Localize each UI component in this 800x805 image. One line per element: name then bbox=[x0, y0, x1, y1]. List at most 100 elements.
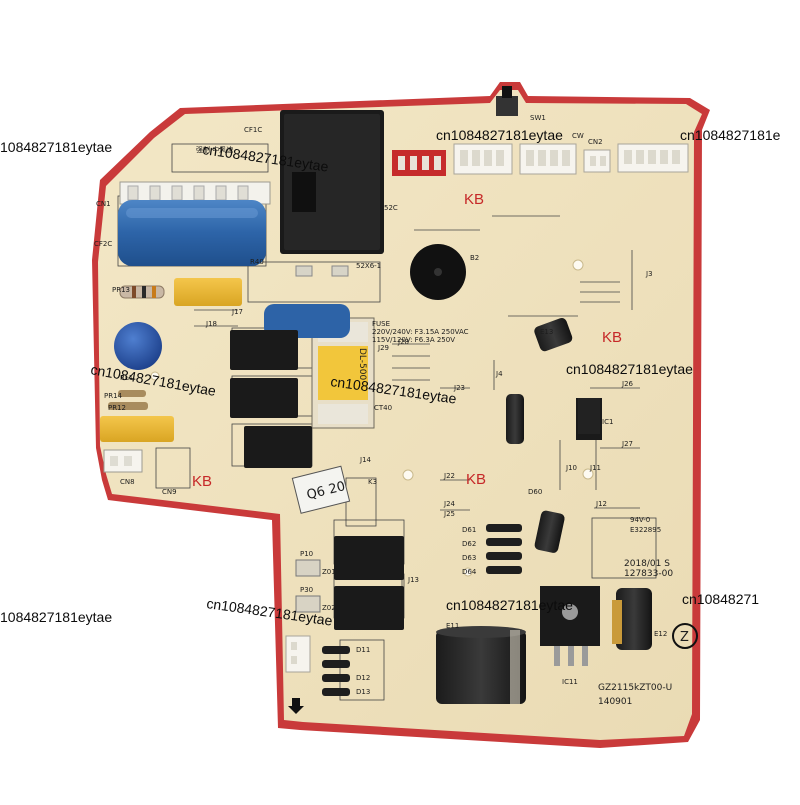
electrolytic-capacitor bbox=[506, 394, 524, 444]
cn8-connector bbox=[103, 449, 143, 473]
buzzer bbox=[410, 244, 466, 300]
label-pr12: PR12 bbox=[108, 404, 126, 412]
label-p30: P30 bbox=[300, 586, 313, 594]
board-model: GZ2115kZT00-U bbox=[598, 683, 672, 693]
label-z01: Z01 bbox=[322, 568, 336, 576]
label-cf2c: CF2C bbox=[94, 240, 112, 248]
label-j14: J14 bbox=[359, 456, 372, 464]
label-e13: E13 bbox=[540, 328, 553, 336]
label-d61: D61 bbox=[462, 526, 476, 534]
relay bbox=[230, 330, 298, 370]
label-j29: J29 bbox=[377, 344, 389, 352]
label-d62: D62 bbox=[462, 540, 476, 548]
label-k3: K3 bbox=[368, 478, 377, 486]
label-p10: P10 bbox=[300, 550, 313, 558]
watermark: 1084827181eytae bbox=[0, 609, 112, 625]
label-d60: D60 bbox=[528, 488, 542, 496]
tact-switch bbox=[496, 86, 518, 116]
watermark: cn10848271 bbox=[682, 591, 759, 607]
label-ic11: IC11 bbox=[562, 678, 578, 686]
voltage-regulator bbox=[540, 586, 600, 666]
region-mark-circle bbox=[672, 623, 698, 649]
label-d12: D12 bbox=[356, 674, 370, 682]
flammability-rating: 94V-0 bbox=[630, 516, 650, 524]
label-r40: R40 bbox=[250, 258, 264, 266]
label-b2: B2 bbox=[470, 254, 479, 262]
watermark: cn1084827181eytae bbox=[436, 127, 563, 143]
blue-capacitor bbox=[264, 304, 350, 338]
watermark: cn1084827181eytae bbox=[566, 361, 693, 377]
label-j17: J17 bbox=[231, 308, 243, 316]
transformer-label: DL-500 bbox=[357, 348, 367, 380]
label-j13: J13 bbox=[407, 576, 419, 584]
label-sw1: SW1 bbox=[530, 114, 546, 122]
label-pr14: PR14 bbox=[104, 392, 123, 400]
label-cn1: CN1 bbox=[96, 200, 111, 208]
kb-mark: KB bbox=[466, 471, 486, 488]
label-z02: Z02 bbox=[322, 604, 336, 612]
label-j18: J18 bbox=[205, 320, 217, 328]
yellow-capacitor bbox=[174, 278, 242, 306]
electrolytic-capacitor bbox=[436, 626, 526, 704]
label-52c: 52C bbox=[384, 204, 398, 212]
blue-film-capacitor bbox=[118, 200, 266, 266]
electrolytic-capacitor bbox=[534, 317, 573, 352]
mounting-hole bbox=[463, 567, 473, 577]
label-j10: J10 bbox=[565, 464, 577, 472]
label-rl1: RL1 bbox=[120, 374, 133, 382]
white-connector bbox=[519, 143, 577, 175]
kb-mark: KB bbox=[192, 473, 212, 490]
label-e12: E12 bbox=[654, 630, 667, 638]
label-j11: J11 bbox=[589, 464, 601, 472]
board-date-code: 140901 bbox=[598, 697, 632, 707]
arrow-down-icon bbox=[288, 698, 304, 714]
small-resistor bbox=[108, 402, 148, 410]
relay-terminal bbox=[331, 265, 349, 277]
switch bbox=[295, 559, 321, 577]
kb-mark: KB bbox=[464, 191, 484, 208]
label-cf1c: CF1C bbox=[244, 126, 262, 134]
mounting-hole bbox=[582, 468, 594, 480]
label-j28: J28 bbox=[397, 338, 409, 346]
bag-label bbox=[291, 465, 351, 514]
label-e11: E11 bbox=[446, 622, 459, 630]
ul-file: E322895 bbox=[630, 526, 661, 534]
electrolytic-capacitor bbox=[612, 588, 652, 650]
fuse-title: FUSE bbox=[372, 320, 390, 328]
white-connector bbox=[453, 143, 513, 175]
mounting-hole bbox=[572, 259, 584, 271]
label-d63: D63 bbox=[462, 554, 476, 562]
label-d64: D64 bbox=[462, 568, 477, 576]
label-j23: J23 bbox=[453, 384, 465, 392]
label-ic1: IC1 bbox=[602, 418, 613, 426]
watermark: 1084827181eytae bbox=[0, 139, 112, 155]
fuse-line1: 220V/240V: F3.15A 250VAC bbox=[372, 328, 469, 336]
label-ct40: CT40 bbox=[374, 404, 392, 412]
label-cn2: CN2 bbox=[588, 138, 603, 146]
disc-capacitor bbox=[114, 322, 162, 370]
label-j12: J12 bbox=[595, 500, 607, 508]
red-connector bbox=[392, 150, 446, 176]
diode-array bbox=[322, 524, 522, 696]
pin-header bbox=[578, 398, 600, 434]
label-j3: J3 bbox=[645, 270, 653, 278]
silk-chinese: 强制 中风速 bbox=[196, 145, 233, 154]
label-52x6: 52X6-1 bbox=[356, 262, 381, 270]
label-j4: J4 bbox=[495, 370, 503, 378]
relay bbox=[334, 536, 404, 580]
relay bbox=[230, 378, 298, 418]
power-resistor bbox=[119, 285, 165, 299]
label-cn8: CN8 bbox=[120, 478, 135, 486]
yellow-capacitor bbox=[100, 416, 174, 442]
mounting-hole bbox=[402, 469, 414, 481]
label-j27: J27 bbox=[621, 440, 633, 448]
cert-number: 127833-00 bbox=[624, 569, 673, 579]
switch bbox=[295, 595, 321, 613]
label-pr13: PR13 bbox=[112, 286, 130, 294]
main-relay bbox=[280, 110, 384, 254]
kb-mark: KB bbox=[602, 329, 622, 346]
label-j26: J26 bbox=[621, 380, 634, 388]
label-cw: CW bbox=[572, 132, 584, 140]
cert-date: 2018/01 S bbox=[624, 559, 670, 569]
